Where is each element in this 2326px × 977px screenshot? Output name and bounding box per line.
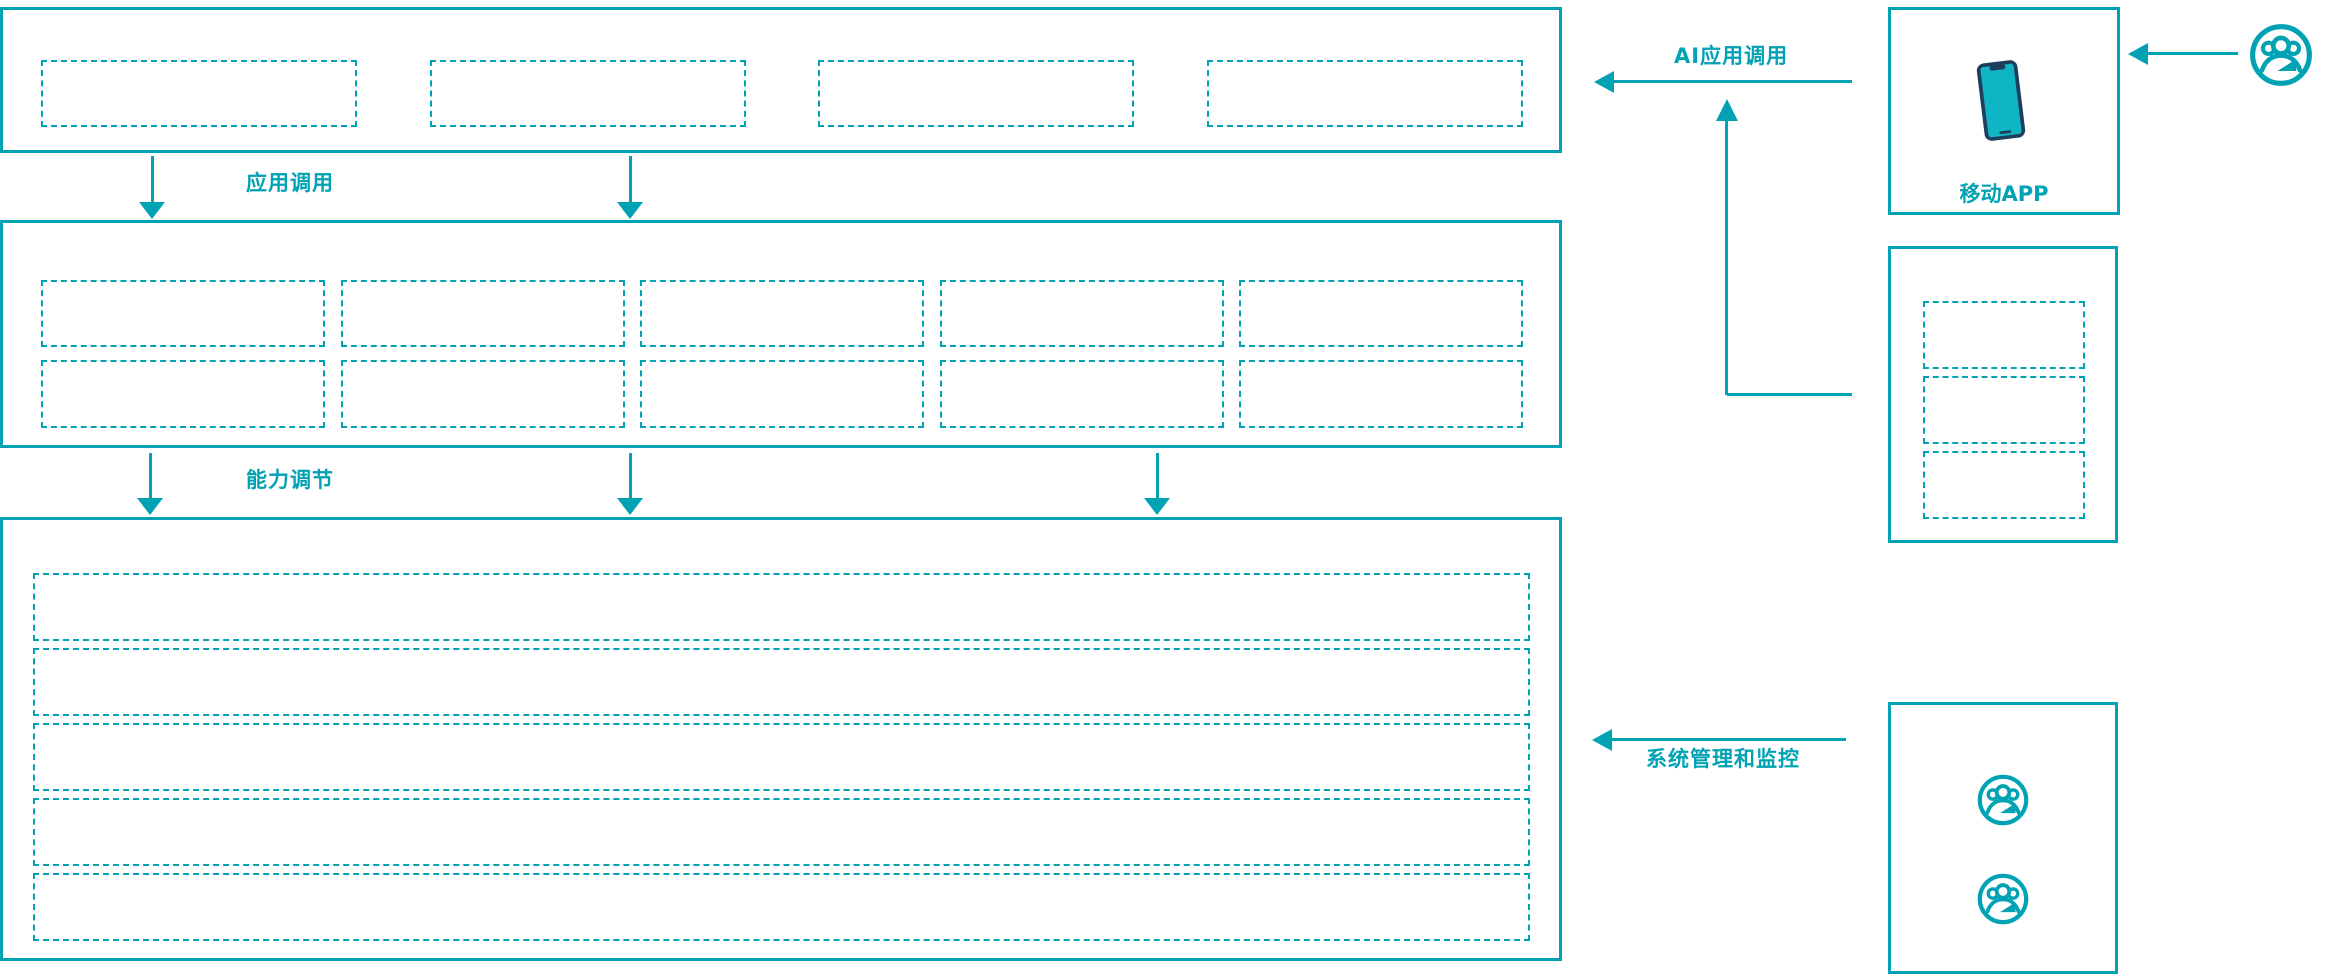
placeholder-row xyxy=(33,648,1530,716)
placeholder-box xyxy=(640,280,924,347)
system-management-arrow-line xyxy=(1612,738,1846,741)
app-call-label: 应用调用 xyxy=(246,171,334,195)
placeholder-box xyxy=(340,280,625,347)
ai-app-call-arrow-head xyxy=(1594,71,1614,93)
smartphone-icon xyxy=(1976,60,2026,141)
capability-layer-section xyxy=(0,220,1562,448)
flow-arrow-down-head xyxy=(617,202,643,219)
flow-arrow-down-line xyxy=(629,453,632,498)
flow-arrow-down-head xyxy=(1144,498,1170,515)
capability-placeholder-row-1 xyxy=(41,280,1523,347)
placeholder-box xyxy=(818,60,1135,127)
system-management-label: 系统管理和监控 xyxy=(1646,747,1800,771)
placeholder-row xyxy=(33,798,1530,866)
capability-adjust-label: 能力调节 xyxy=(246,468,334,492)
placeholder-row xyxy=(33,873,1530,941)
flow-arrow-down-line xyxy=(151,156,154,202)
placeholder-box xyxy=(41,360,325,428)
user-to-app-arrow-line xyxy=(2148,52,2238,55)
placeholder-box xyxy=(1923,376,2085,444)
application-placeholder-row xyxy=(41,60,1523,127)
flow-arrow-down-head xyxy=(617,498,643,515)
application-layer-section xyxy=(0,7,1562,153)
placeholder-row xyxy=(33,723,1530,791)
middle-box-connector-line xyxy=(1727,393,1852,396)
flow-arrow-down-line xyxy=(629,156,632,202)
user-group-icon xyxy=(1977,873,2029,925)
placeholder-box xyxy=(429,60,746,127)
resource-placeholder-rows xyxy=(33,573,1530,941)
right-middle-box xyxy=(1888,246,2118,543)
placeholder-box xyxy=(640,360,924,428)
user-to-app-arrow-head xyxy=(2128,43,2148,65)
placeholder-box xyxy=(1206,60,1523,127)
placeholder-box xyxy=(1923,301,2085,369)
ai-app-call-label: AI应用调用 xyxy=(1674,44,1789,68)
mobile-app-box: 移动APP xyxy=(1888,7,2120,215)
ai-app-call-arrow-line xyxy=(1614,80,1852,83)
flow-arrow-down-head xyxy=(137,498,163,515)
middle-box-connector-arrow-head xyxy=(1716,99,1738,121)
system-management-arrow-head xyxy=(1592,729,1612,751)
flow-arrow-down-head xyxy=(139,202,165,219)
placeholder-box xyxy=(939,360,1224,428)
monitor-box xyxy=(1888,702,2118,974)
flow-arrow-down-line xyxy=(1156,453,1159,498)
monitor-user-icons xyxy=(1891,773,2115,926)
mobile-app-label: 移动APP xyxy=(1959,182,2049,206)
capability-placeholder-row-2 xyxy=(41,360,1523,428)
placeholder-box xyxy=(1239,360,1523,428)
middle-box-connector-vline xyxy=(1725,121,1728,395)
placeholder-box xyxy=(41,60,357,127)
right-middle-placeholders xyxy=(1923,301,2085,519)
placeholder-row xyxy=(33,573,1530,641)
placeholder-box xyxy=(1923,451,2085,519)
placeholder-box xyxy=(41,280,325,347)
resource-layer-section xyxy=(0,517,1562,961)
user-group-icon xyxy=(1977,774,2029,826)
user-group-icon xyxy=(2250,24,2312,86)
flow-arrow-down-line xyxy=(149,453,152,498)
placeholder-box xyxy=(939,280,1224,347)
placeholder-box xyxy=(340,360,625,428)
placeholder-box xyxy=(1239,280,1523,347)
